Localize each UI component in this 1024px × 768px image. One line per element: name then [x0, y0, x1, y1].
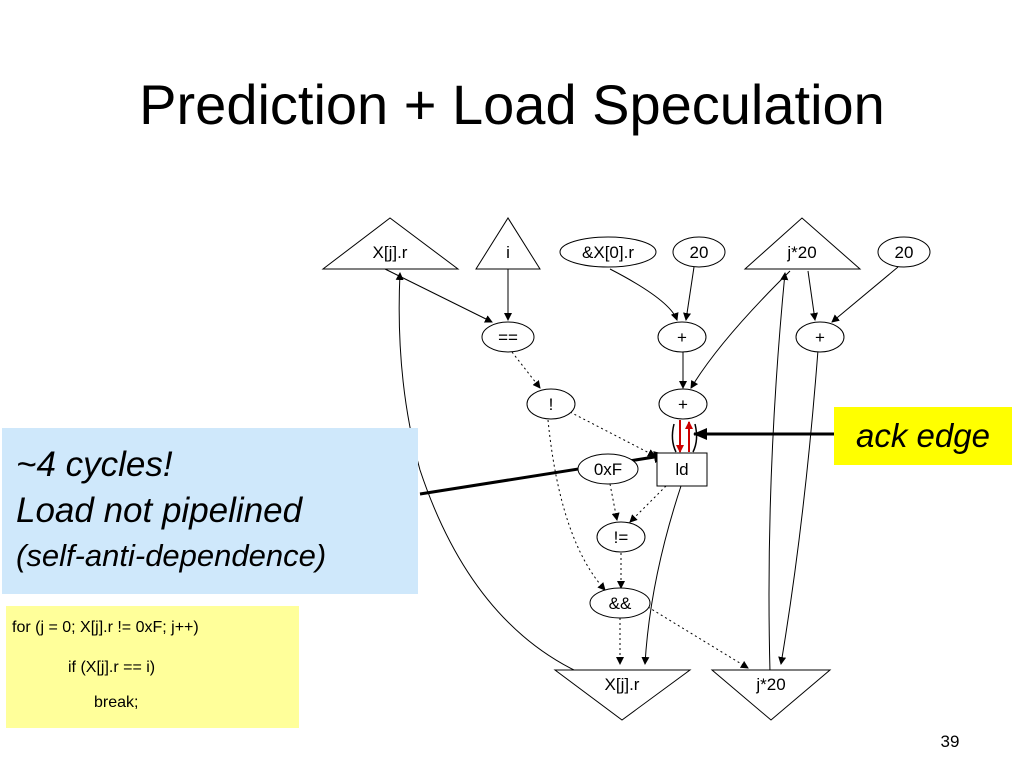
node-input-i: i [475, 217, 541, 270]
node-input-j20: j*20 [743, 217, 862, 270]
node-label: j*20 [786, 243, 816, 262]
edge-and-j20out [647, 606, 749, 669]
edge-xjr-eq [384, 268, 493, 323]
node-op-plus3: + [658, 388, 708, 420]
edge-not-and [547, 419, 606, 591]
edge-j20-plus3 [690, 270, 791, 389]
node-label: == [498, 328, 518, 347]
node-label: X[j].r [605, 675, 640, 694]
code-line-for: for (j = 0; X[j].r != 0xF; j++) [12, 619, 199, 636]
node-const-hex: 0xF [577, 453, 639, 485]
edge-hex-neq [609, 483, 620, 521]
node-label: + [815, 328, 825, 347]
edge-not-ld [569, 411, 656, 457]
node-label: j*20 [755, 675, 785, 694]
edge-20b-plus2 [831, 266, 899, 323]
edge-plus2-j20out [778, 349, 819, 665]
node-op-plus1: + [657, 321, 707, 353]
node-op-plus2: + [795, 321, 845, 353]
not-pipelined-text: Load not pipelined [16, 491, 303, 530]
node-label: 20 [690, 243, 709, 262]
node-op-and: && [589, 587, 651, 619]
node-op-neq: != [596, 521, 646, 553]
node-label: i [506, 243, 510, 262]
edge-addr-plus1 [609, 268, 679, 321]
ack-edge-callout: ack edge [834, 407, 1012, 465]
node-op-eq: == [481, 321, 535, 353]
node-label: &X[0].r [582, 243, 634, 262]
node-label: X[j].r [373, 243, 408, 262]
node-label: + [678, 395, 688, 414]
edge-ld-neq [629, 485, 667, 523]
node-label: ! [549, 395, 554, 414]
node-op-not: ! [526, 388, 576, 420]
node-op-ld: ld [656, 452, 708, 487]
node-input-20a: 20 [672, 236, 726, 268]
edge-20a-plus1 [683, 266, 695, 321]
code-line-break: break; [94, 694, 139, 711]
node-label: 20 [895, 243, 914, 262]
edge-ld-xjrout [641, 485, 682, 665]
node-label: + [677, 328, 687, 347]
node-output-xjr: X[j].r [553, 669, 692, 721]
edge-j20out-back [768, 272, 789, 673]
code-line-if: if (X[j].r == i) [68, 659, 156, 676]
node-label: 0xF [594, 460, 622, 479]
slide-number: 39 [940, 732, 960, 751]
node-input-xjr: X[j].r [321, 217, 460, 270]
edge-xjrout-back [395, 272, 579, 673]
slide-title: Prediction + Load Speculation [139, 73, 885, 136]
node-input-addr: &X[0].r [559, 236, 657, 268]
self-anti-dependence-text: (self-anti-dependence) [16, 538, 327, 573]
cycles-callout: ~4 cycles! Load not pipelined (self-anti… [2, 428, 418, 594]
edge-j20-plus2 [807, 270, 818, 321]
node-input-20b: 20 [877, 236, 931, 268]
node-label: ld [675, 460, 688, 479]
edge-eq-not [511, 351, 541, 389]
node-output-j20: j*20 [710, 669, 832, 721]
cycles-text: ~4 cycles! [16, 445, 173, 484]
node-label: && [609, 594, 632, 613]
node-label: != [614, 528, 629, 547]
code-snippet: for (j = 0; X[j].r != 0xF; j++) if (X[j]… [6, 606, 299, 728]
